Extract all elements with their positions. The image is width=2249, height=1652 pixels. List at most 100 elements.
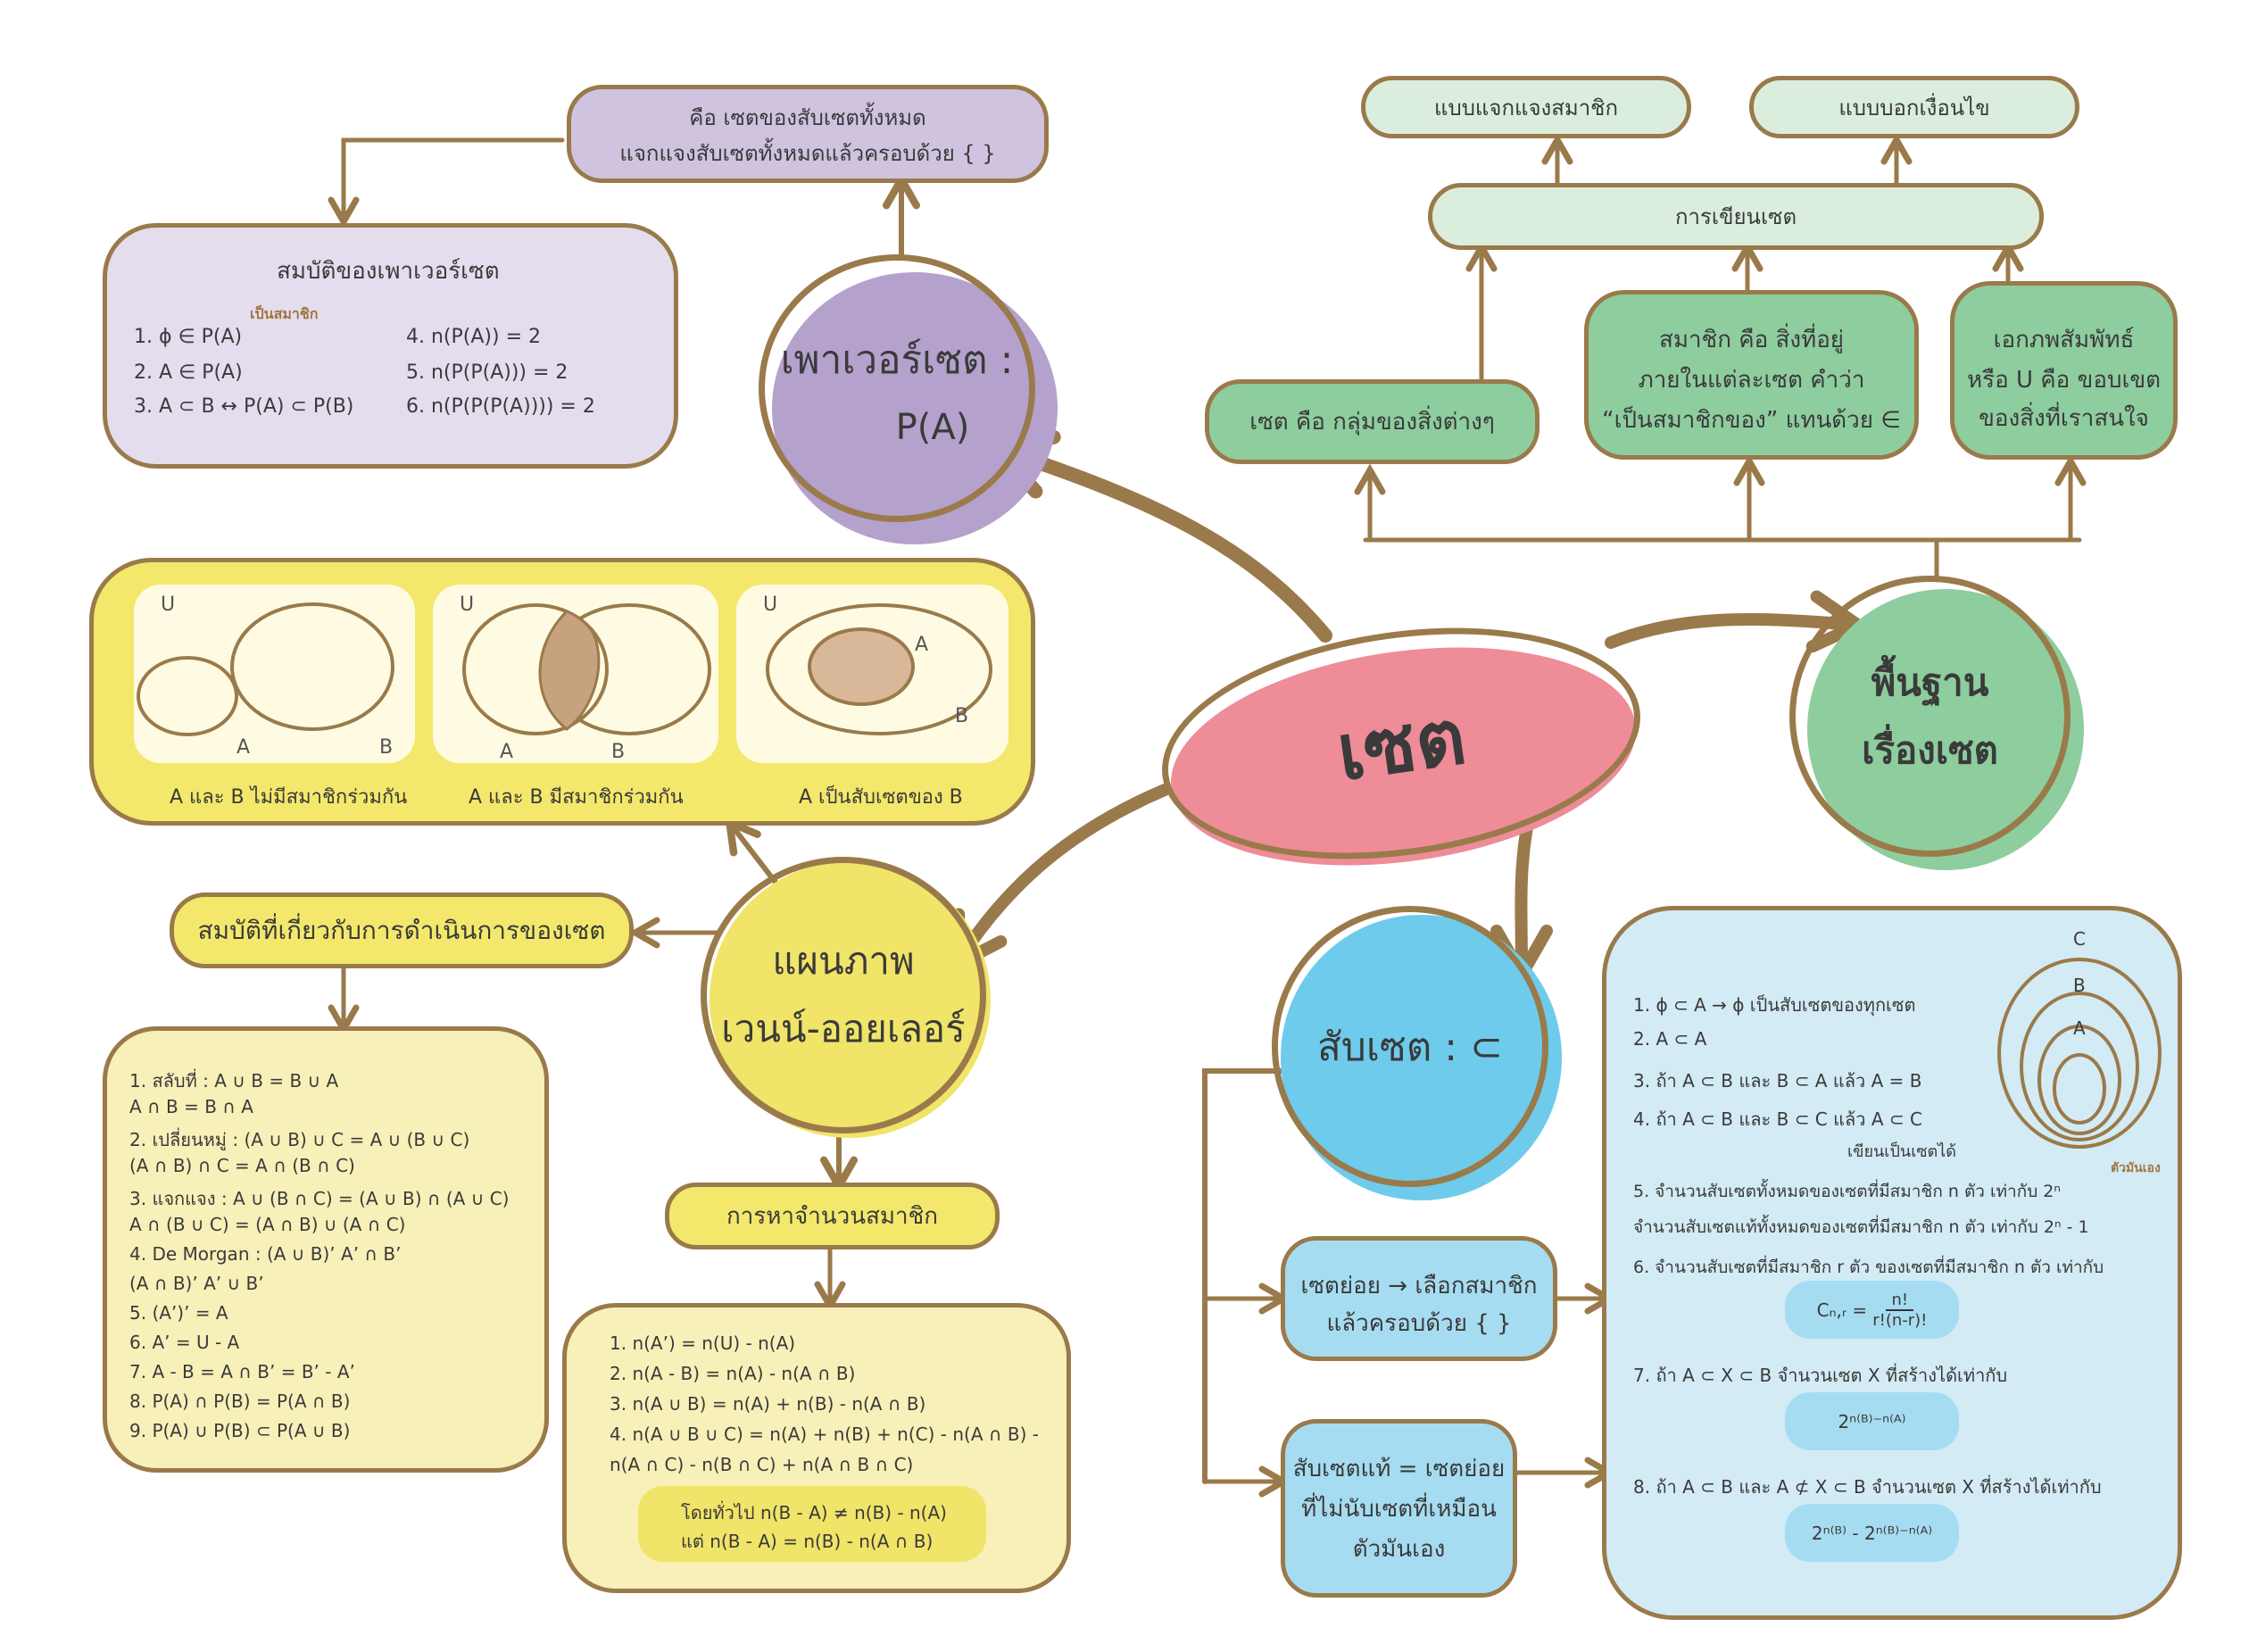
powerset-definition: คือ เซตของสับเซตทั้งหมด แจกแจงสับเซตทั้ง…	[567, 85, 1049, 183]
powerset-prop-6: 6. n(P(P(P(A)))) = 2	[406, 395, 595, 418]
powerset-node: เพาเวอร์เซต : P(A)	[750, 250, 1071, 553]
count-3: 3. n(A ∪ B) = n(A) + n(B) - n(A ∩ B)	[610, 1393, 926, 1415]
powerset-props-title: สมบัติของเพาเวอร์เซต	[277, 258, 500, 285]
venn-op-13: 9. P(A) ∪ P(B) ⊂ P(A ∪ B)	[129, 1420, 351, 1441]
basics-set-def: เซต คือ กลุ่มของสิ่งต่างๆ	[1205, 379, 1539, 464]
venn-ops-title-box: สมบัติที่เกี่ยวกับการดำเนินการของเซต	[170, 892, 634, 968]
venn-panel-subset: U A B	[736, 585, 1008, 763]
powerset-properties: สมบัติของเพาเวอร์เซต เป็นสมาชิก 1. ϕ ∈ P…	[103, 223, 678, 469]
venn-subtitle: เวนน์-ออยเลอร์	[721, 1007, 966, 1050]
sub-def-line2: แล้วครอบด้วย { }	[1326, 1310, 1512, 1337]
powerset-title: เพาเวอร์เซต :	[780, 337, 1014, 383]
nested-sets-figure	[1997, 958, 2162, 1149]
venn-intersect-figure	[462, 603, 711, 735]
subset-rule-1: 1. ϕ ⊂ A → ϕ เป็นสับเซตของทุกเซต	[1633, 994, 1916, 1016]
count-5: n(A ∩ C) - n(B ∩ C) + n(A ∩ B ∩ C)	[610, 1454, 914, 1475]
subset-title: สับเซต : ⊂	[1317, 1024, 1503, 1070]
basics-listing-label: แบบแจกแจงสมาชิก	[1433, 95, 1618, 120]
venn-op-3: 2. เปลี่ยนหมู่ : (A ∪ B) ∪ C = A ∪ (B ∪ …	[129, 1129, 470, 1150]
powerset-def-line2: แจกแจงสับเซตทั้งหมดแล้วครอบด้วย { }	[619, 141, 996, 166]
subset-node: สับเซต : ⊂	[1267, 901, 1571, 1209]
powerset-prop-5: 5. n(P(P(A))) = 2	[406, 361, 568, 384]
proper-def-line1: สับเซตแท้ = เซตย่อย	[1292, 1456, 1506, 1482]
venn-2-caption: A และ B มีสมาชิกร่วมกัน	[469, 786, 684, 809]
venn-op-4: (A ∩ B) ∩ C = A ∩ (B ∩ C)	[129, 1155, 355, 1176]
formula-6-left: Cₙ,ᵣ =	[1816, 1299, 1868, 1321]
formula-7: 2ⁿ⁽ᴮ⁾⁻ⁿ⁽ᴬ⁾	[1785, 1392, 1959, 1450]
venn-count-box: 1. n(A’) = n(U) - n(A) 2. n(A - B) = n(A…	[562, 1303, 1071, 1593]
venn-op-1: 1. สลับที่ : A ∪ B = B ∪ A	[129, 1070, 339, 1092]
venn-3-b: B	[955, 705, 969, 727]
basics-writing-label: การเขียนเซต	[1674, 204, 1797, 229]
venn-op-2: A ∩ B = B ∩ A	[129, 1096, 253, 1117]
universe-def-line2: หรือ U คือ ขอบเขต	[1967, 367, 2161, 394]
formula-7-text: 2ⁿ⁽ᴮ⁾⁻ⁿ⁽ᴬ⁾	[1838, 1410, 1906, 1432]
venn-1-caption: A และ B ไม่มีสมาชิกร่วมกัน	[170, 786, 408, 809]
universe-def-line3: ของสิ่งที่เราสนใจ	[1979, 405, 2149, 432]
venn-count-title: การหาจำนวนสมาชิก	[726, 1203, 939, 1230]
powerset-subtitle: P(A)	[895, 407, 970, 448]
venn-op-6: A ∩ (B ∪ C) = (A ∩ B) ∪ (A ∩ C)	[129, 1214, 406, 1235]
member-def-line2: ภายในแต่ละเซต คำว่า	[1638, 367, 1865, 394]
venn-op-12: 8. P(A) ∩ P(B) = P(A ∩ B)	[129, 1391, 351, 1412]
venn-title: แผนภาพ	[772, 939, 915, 983]
basics-listing: แบบแจกแจงสมาชิก	[1361, 76, 1691, 138]
venn-1-a: A	[237, 736, 251, 759]
count-note-1: โดยทั่วไป n(B - A) ≠ n(B) - n(A)	[681, 1502, 947, 1523]
count-1: 1. n(A’) = n(U) - n(A)	[610, 1332, 796, 1354]
subset-rule-3: 3. ถ้า A ⊂ B และ B ⊂ A แล้ว A = B	[1633, 1070, 1922, 1092]
venn-3-a: A	[915, 634, 929, 656]
venn-subset-figure	[766, 603, 992, 735]
venn-ops-box: 1. สลับที่ : A ∪ B = B ∪ A A ∩ B = B ∩ A…	[103, 1026, 549, 1473]
subset-rule-5: 5. จำนวนสับเซตทั้งหมดของเซตที่มีสมาชิก n…	[1633, 1182, 2061, 1201]
powerset-prop-1: 1. ϕ ∈ P(A)	[134, 326, 243, 348]
venn-2-b: B	[611, 741, 626, 763]
arrow-to-powerset	[983, 429, 1332, 643]
venn-count-title-box: การหาจำนวนสมาชิก	[665, 1183, 1000, 1249]
venn-op-9: 5. (A’)’ = A	[129, 1302, 228, 1324]
sub-def-line1: เซตย่อย → เลือกสมาชิก	[1300, 1273, 1538, 1299]
count-4: 4. n(A ∪ B ∪ C) = n(A) + n(B) + n(C) - n…	[610, 1424, 1039, 1445]
count-note: โดยทั่วไป n(B - A) ≠ n(B) - n(A) แต่ n(B…	[638, 1486, 986, 1562]
count-2: 2. n(A - B) = n(A) - n(A ∩ B)	[610, 1363, 856, 1384]
venn-1-b: B	[379, 736, 394, 759]
subset-rule-8: 8. ถ้า A ⊂ B และ A ⊄ X ⊂ B จำนวนเซต X ที…	[1633, 1476, 2102, 1498]
formula-8: 2ⁿ⁽ᴮ⁾ - 2ⁿ⁽ᴮ⁾⁻ⁿ⁽ᴬ⁾	[1785, 1504, 1959, 1562]
venn-2-a: A	[500, 741, 514, 763]
venn-node: แผนภาพ เวนน์-ออยเลอร์	[696, 852, 1000, 1147]
count-note-2: แต่ n(B - A) = n(B) - n(A ∩ B)	[681, 1531, 934, 1552]
subset-rule-6: 6. จำนวนสับเซตที่มีสมาชิก r ตัว ของเซตที…	[1633, 1258, 2104, 1277]
proper-def-line2: ที่ไม่นับเซตที่เหมือน	[1301, 1496, 1497, 1523]
venn-3-u: U	[763, 594, 778, 616]
venn-2-u: U	[460, 594, 475, 616]
venn-panel-intersect: U A B	[433, 585, 718, 763]
venn-1-u: U	[161, 594, 176, 616]
powerset-prop-4: 4. n(P(A)) = 2	[406, 326, 541, 348]
venn-disjoint-figure	[137, 602, 394, 736]
venn-op-8: (A ∩ B)’ A’ ∪ B’	[129, 1273, 264, 1294]
member-def-line3: “เป็นสมาชิกของ” แทนด้วย ∈	[1602, 407, 1901, 434]
subset-sub-def: เซตย่อย → เลือกสมาชิก แล้วครอบด้วย { }	[1281, 1236, 1557, 1361]
formula-6: Cₙ,ᵣ = n! r!(n-r)!	[1785, 1281, 1959, 1339]
nested-label-b: B	[2073, 975, 2086, 996]
subset-proper-def: สับเซตแท้ = เซตย่อย ที่ไม่นับเซตที่เหมือ…	[1281, 1419, 1517, 1598]
basics-title: พื้นฐาน	[1871, 660, 1989, 704]
powerset-prop-2: 2. A ∈ P(A)	[134, 361, 243, 384]
proper-def-line3: ตัวมันเอง	[1352, 1536, 1446, 1563]
basics-condition-label: แบบบอกเงื่อนไข	[1838, 95, 1990, 120]
basics-condition: แบบบอกเงื่อนไข	[1749, 76, 2079, 138]
member-def-line1: สมาชิก คือ สิ่งที่อยู่	[1658, 327, 1845, 353]
powerset-prop-3: 3. A ⊂ B ↔ P(A) ⊂ P(B)	[134, 395, 354, 418]
venn-ops-title: สมบัติที่เกี่ยวกับการดำเนินการของเซต	[197, 915, 606, 945]
basics-node: พื้นฐาน เรื่องเซต	[1785, 571, 2093, 879]
basics-set-def-label: เซต คือ กลุ่มของสิ่งต่างๆ	[1249, 409, 1495, 436]
subset-note-write: เขียนเป็นเซตได้	[1847, 1142, 1956, 1161]
venn-op-7: 4. De Morgan : (A ∪ B)’ A’ ∩ B’	[129, 1243, 402, 1265]
venn-op-11: 7. A - B = A ∩ B’ = B’ - A’	[129, 1361, 355, 1382]
powerset-def-line1: คือ เซตของสับเซตทั้งหมด	[689, 105, 926, 130]
universe-def-line1: เอกภพสัมพัทธ์	[1993, 327, 2135, 353]
venn-op-5: 3. แจกแจง : A ∪ (B ∩ C) = (A ∪ B) ∩ (A ∪…	[129, 1188, 510, 1209]
subset-note-self: ตัวมันเอง	[2111, 1161, 2161, 1175]
venn-3-caption: A เป็นสับเซตของ B	[799, 786, 963, 809]
